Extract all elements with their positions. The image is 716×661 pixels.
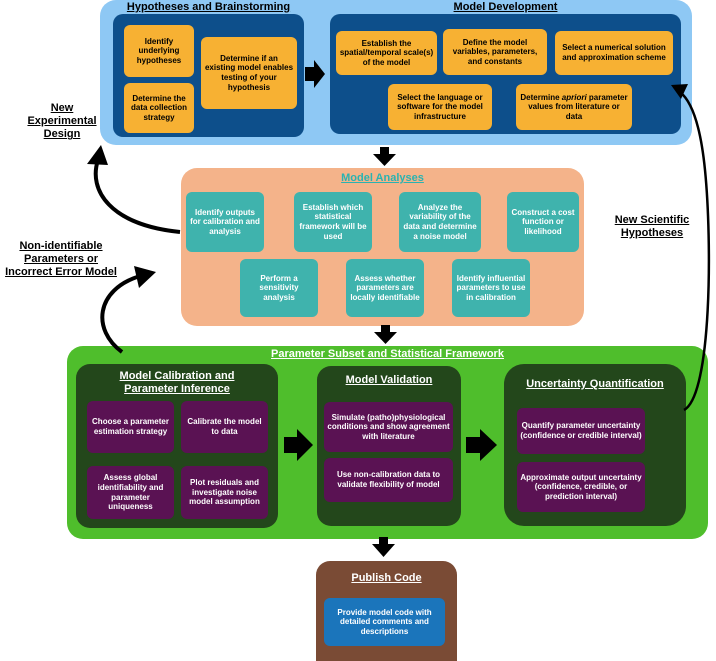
arrow-dev-to-analyses [373, 147, 396, 166]
analysis-box-framework: Establish which statistical framework wi… [294, 192, 372, 252]
analysis-box-cost-function: Construct a cost function or likelihood [507, 192, 579, 252]
curve-scientific-head [671, 84, 688, 99]
curve-new-scientific-hypotheses [679, 91, 711, 412]
dev-box-apriori: Determine apriori parameter values from … [516, 84, 632, 130]
validation-box-non-calibration: Use non-calibration data to validate fle… [324, 458, 453, 502]
model-analyses-title: Model Analyses [341, 172, 424, 184]
hypothesis-box-data-collection: Determine the data collection strategy [124, 83, 194, 133]
curve-non-identifiable-head [134, 266, 156, 288]
dev-box-scale: Establish the spatial/temporal scale(s) … [336, 31, 437, 75]
arrow-framework-to-publish [372, 537, 395, 557]
arrow-analyses-to-framework [374, 325, 397, 344]
arrow-calibration-to-validation [284, 429, 313, 461]
calibration-box-global-identifiability: Assess global identifiability and parame… [87, 466, 174, 519]
analysis-box-influential: Identify influential parameters to use i… [452, 259, 530, 317]
hypothesis-box-existing-model: Determine if an existing model enables t… [201, 37, 297, 109]
dev-box-variables: Define the model variables, parameters, … [443, 29, 547, 75]
validation-title: Model Validation [345, 374, 433, 386]
curve-non-identifiable [100, 274, 141, 354]
hypothesis-box-identify: Identify underlying hypotheses [124, 25, 194, 77]
validation-box-simulate: Simulate (patho)physiological conditions… [324, 402, 453, 452]
label-new-experimental-design: New Experimental Design [27, 102, 97, 141]
dev-box-apriori-text: Determine apriori parameter values from … [520, 92, 628, 121]
framework-title: Parameter Subset and Statistical Framewo… [271, 348, 504, 360]
analysis-box-variability: Analyze the variability of the data and … [399, 192, 481, 252]
calibration-box-strategy: Choose a parameter estimation strategy [87, 401, 174, 453]
calibration-title: Model Calibration and Parameter Inferenc… [119, 370, 235, 395]
label-new-scientific-hypotheses: New Scientific Hypotheses [614, 214, 690, 240]
uncertainty-box-output: Approximate output uncertainty (confiden… [517, 462, 645, 512]
uncertainty-box-parameter: Quantify parameter uncertainty (confiden… [517, 408, 645, 454]
curve-experimental-head [87, 145, 108, 165]
analysis-box-local-identifiability: Assess whether parameters are locally id… [346, 259, 424, 317]
model-development-title: Model Development [453, 1, 558, 13]
dev-box-numerical: Select a numerical solution and approxim… [555, 31, 673, 75]
uncertainty-title: Uncertainty Quantification [526, 378, 664, 390]
calibration-box-calibrate: Calibrate the model to data [181, 401, 268, 453]
hypotheses-title: Hypotheses and Brainstorming [126, 1, 291, 13]
publish-box: Provide model code with detailed comment… [324, 598, 445, 646]
arrow-hyp-to-dev [305, 60, 325, 88]
curve-new-experimental-design [93, 159, 181, 234]
dev-box-language: Select the language or software for the … [388, 84, 492, 130]
label-non-identifiable: Non-identifiable Parameters or Incorrect… [5, 240, 117, 279]
arrow-validation-to-uncertainty [466, 429, 497, 461]
analysis-box-sensitivity: Perform a sensitivity analysis [240, 259, 318, 317]
publish-title: Publish Code [351, 572, 422, 584]
calibration-box-residuals: Plot residuals and investigate noise mod… [181, 466, 268, 519]
analysis-box-outputs: Identify outputs for calibration and ana… [186, 192, 264, 252]
